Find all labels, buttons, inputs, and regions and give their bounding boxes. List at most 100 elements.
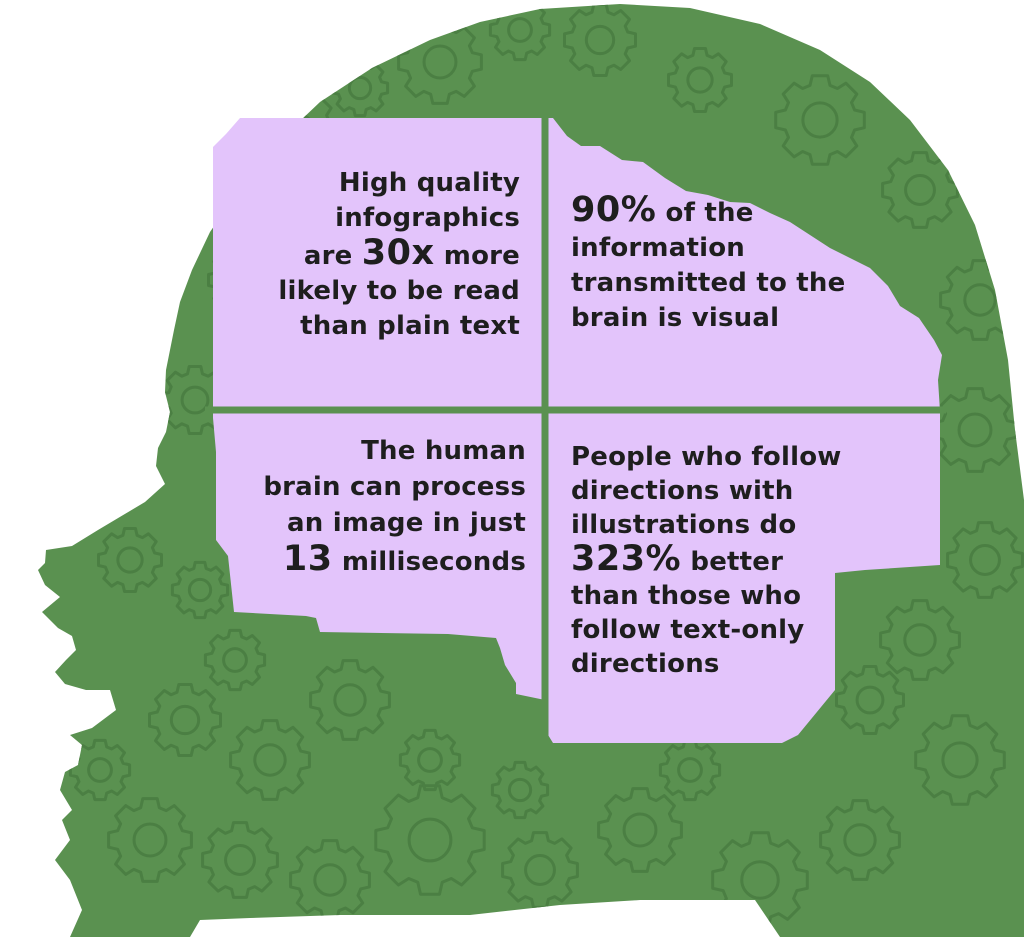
fact-text: directions xyxy=(571,649,720,679)
fact-stat: 13 xyxy=(282,539,333,579)
fact-text: likely to be read xyxy=(278,276,520,306)
fact-line: directions xyxy=(571,647,911,681)
fact-text: more xyxy=(434,241,520,271)
fact-text: follow text-only xyxy=(571,615,805,645)
gear-icon xyxy=(946,521,1024,599)
fact-line: are 30x more xyxy=(230,236,520,274)
gear-icon xyxy=(879,599,961,681)
fact-text: illustrations do xyxy=(571,510,797,540)
fact-line: illustrations do xyxy=(571,508,911,542)
fact-text: transmitted to the xyxy=(571,268,846,298)
fact-line: brain can process xyxy=(230,469,526,505)
gear-icon xyxy=(107,797,193,883)
gear-hub-icon xyxy=(740,860,780,900)
gear-icon xyxy=(835,665,905,735)
gear-hub-icon xyxy=(347,75,373,101)
fact-text: infographics xyxy=(335,203,520,233)
fact-illustrated-directions: People who follow directions with illustra… xyxy=(571,440,911,681)
gear-hub-icon xyxy=(801,101,839,139)
gear-icon xyxy=(597,787,683,873)
fact-stat: 90% xyxy=(571,190,657,230)
fact-text: of the xyxy=(656,198,754,228)
fact-image-processing: The human brain can process an image in ju… xyxy=(230,433,526,580)
fact-text: information xyxy=(571,233,745,263)
gear-hub-icon xyxy=(969,544,1001,576)
fact-text: than those who xyxy=(571,581,802,611)
gear-icon xyxy=(490,760,550,820)
gear-icon xyxy=(819,799,901,881)
gear-icon xyxy=(658,738,722,802)
fact-text: People who follow xyxy=(571,442,842,472)
gear-icon xyxy=(201,821,279,899)
fact-text: High quality xyxy=(338,168,520,198)
gear-hub-icon xyxy=(169,704,201,736)
gear-icon xyxy=(229,719,311,801)
fact-line: 323% better xyxy=(571,542,911,579)
gear-icon xyxy=(501,831,579,909)
gear-hub-icon xyxy=(904,174,936,206)
fact-text: better xyxy=(681,547,784,577)
gear-icon xyxy=(309,659,391,741)
gear-hub-icon xyxy=(855,685,885,715)
fact-text: brain can process xyxy=(263,472,526,502)
gear-icon xyxy=(881,151,959,229)
gear-icon xyxy=(170,560,230,620)
fact-line: than plain text xyxy=(230,309,520,344)
gear-icon xyxy=(774,74,866,166)
fact-stat: 323% xyxy=(571,539,682,579)
fact-text: The human xyxy=(361,436,526,466)
fact-line: High quality xyxy=(230,166,520,201)
gear-hub-icon xyxy=(180,385,210,415)
gear-hub-icon xyxy=(957,412,993,448)
gear-hub-icon xyxy=(584,24,616,56)
fact-line: infographics xyxy=(230,201,520,236)
fact-text: an image in just xyxy=(287,508,526,538)
fact-text: directions with xyxy=(571,476,794,506)
gear-hub-icon xyxy=(407,817,453,863)
gear-hub-icon xyxy=(116,546,144,574)
gear-icon xyxy=(148,683,222,757)
fact-text: are xyxy=(303,241,362,271)
gear-hub-icon xyxy=(224,844,256,876)
gear-icon xyxy=(97,527,163,593)
gear-hub-icon xyxy=(677,757,703,783)
gear-icon xyxy=(914,714,1006,806)
fact-text: than plain text xyxy=(300,311,520,341)
fact-line: The human xyxy=(230,433,526,469)
gear-hub-icon xyxy=(313,863,347,897)
fact-line: 90% of the xyxy=(571,193,921,231)
fact-text: brain is visual xyxy=(571,303,780,333)
gear-icon xyxy=(711,831,809,929)
gear-hub-icon xyxy=(941,741,979,779)
gear-hub-icon xyxy=(422,44,458,80)
fact-line: than those who xyxy=(571,579,911,613)
fact-line: transmitted to the xyxy=(571,266,921,301)
gear-hub-icon xyxy=(87,757,113,783)
gear-hub-icon xyxy=(686,66,714,94)
gear-hub-icon xyxy=(222,647,248,673)
fact-line: an image in just xyxy=(230,505,526,541)
gear-hub-icon xyxy=(843,823,877,857)
gear-hub-icon xyxy=(524,854,556,886)
gear-icon xyxy=(398,728,462,792)
gear-icon xyxy=(374,784,486,896)
gear-icon xyxy=(68,738,132,802)
gear-hub-icon xyxy=(963,283,997,317)
brain-shape xyxy=(213,118,942,743)
gear-hub-icon xyxy=(417,747,443,773)
fact-line: directions with xyxy=(571,474,911,508)
gear-icon xyxy=(563,4,637,77)
fact-line: information xyxy=(571,231,921,266)
gear-hub-icon xyxy=(622,812,658,848)
gear-icon xyxy=(932,387,1018,473)
gear-hub-icon xyxy=(132,822,168,858)
gear-icon xyxy=(203,628,267,692)
fact-line: People who follow xyxy=(571,440,911,474)
fact-line: follow text-only xyxy=(571,613,911,647)
fact-text: milliseconds xyxy=(332,547,526,577)
fact-stat: 30x xyxy=(361,233,435,273)
